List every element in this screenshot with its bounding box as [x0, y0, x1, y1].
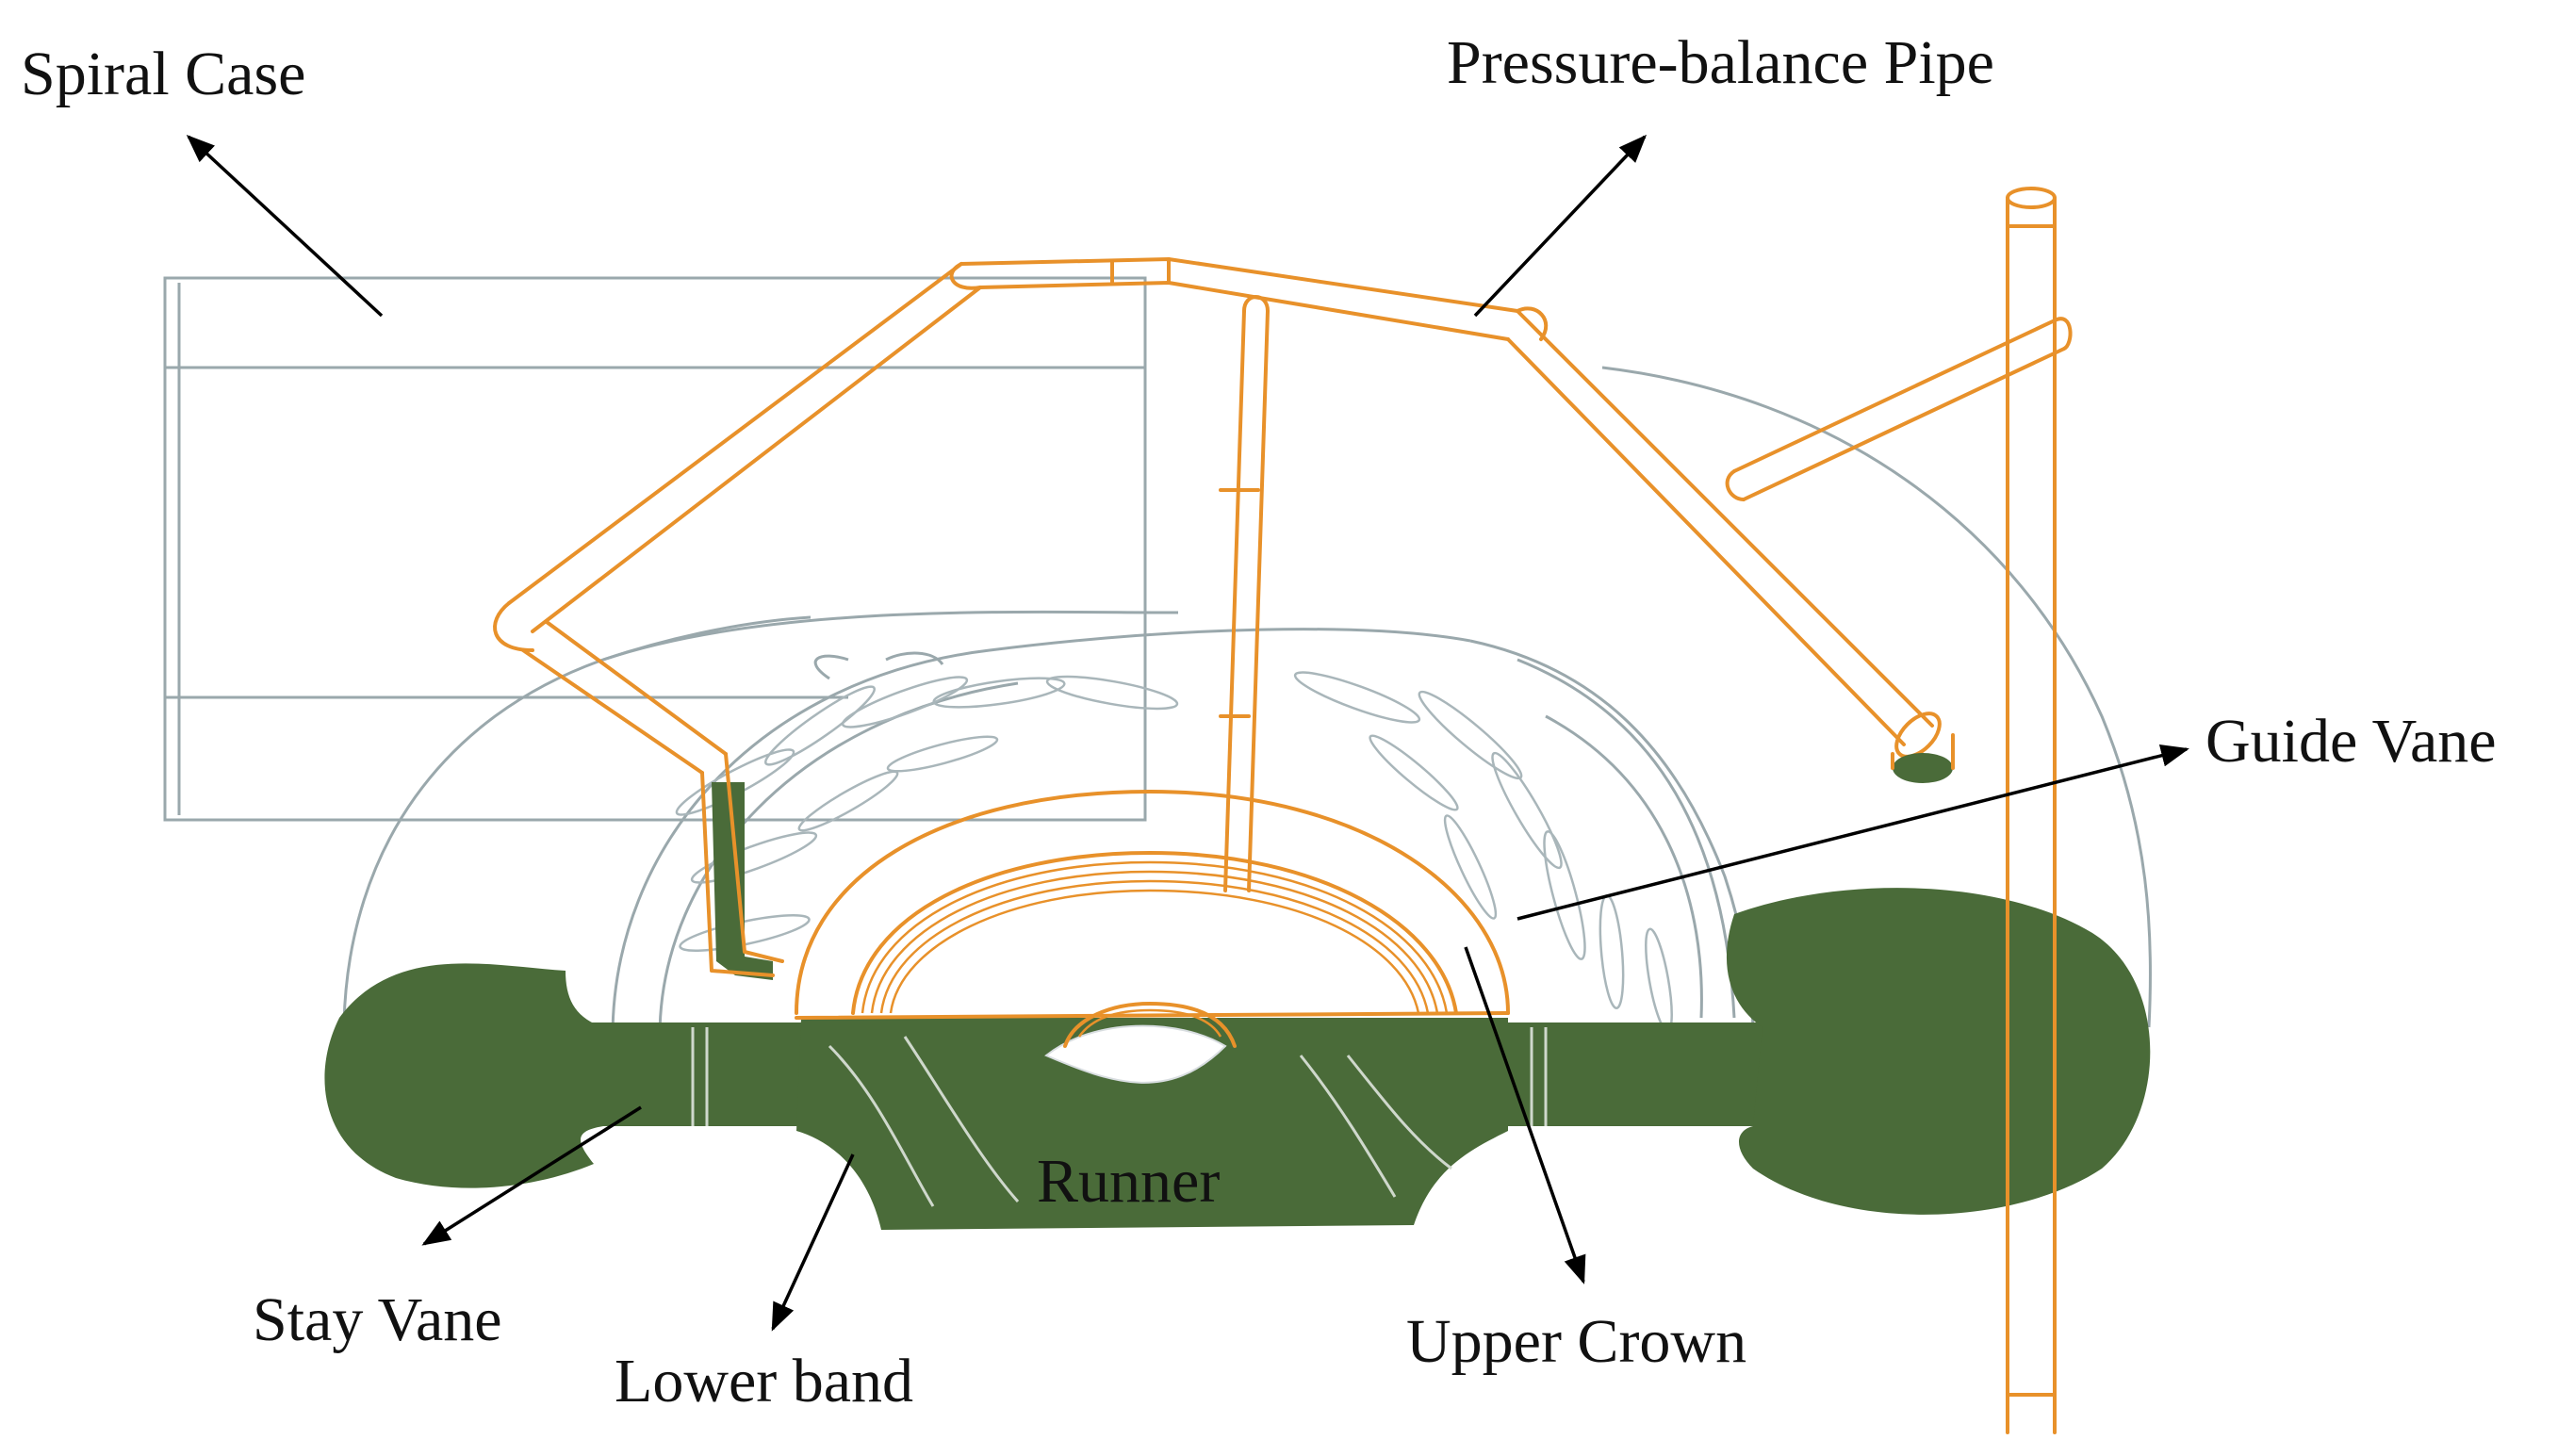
label-runner: Runner — [1037, 1147, 1220, 1216]
guide-vanes — [675, 671, 1673, 1033]
callout-arrows — [186, 134, 2189, 1332]
label-stay-vane: Stay Vane — [253, 1285, 502, 1354]
arrow-stay-vane — [421, 1105, 642, 1246]
label-lower-band: Lower band — [615, 1347, 913, 1415]
label-guide-vane: Guide Vane — [2205, 707, 2497, 776]
labels: Spiral Case Pressure-balance Pipe Guide … — [21, 28, 2497, 1415]
label-upper-crown: Upper Crown — [1406, 1307, 1746, 1376]
arrow-guide-vane — [1517, 744, 2189, 921]
pressure-balance-pipe — [493, 187, 2073, 1434]
arrow-pressure-balance-pipe — [1473, 134, 1648, 318]
arrow-lower-band — [771, 1153, 855, 1332]
label-pressure-balance-pipe: Pressure-balance Pipe — [1447, 28, 1994, 97]
spiral-case-inlet — [163, 276, 1147, 822]
cut-section — [324, 888, 2151, 1230]
runner-blades — [691, 1027, 1548, 1207]
upper-crown — [795, 790, 1510, 1048]
arrow-upper-crown — [1464, 946, 1586, 1284]
arrow-spiral-case — [186, 134, 384, 318]
label-spiral-case: Spiral Case — [21, 40, 305, 108]
